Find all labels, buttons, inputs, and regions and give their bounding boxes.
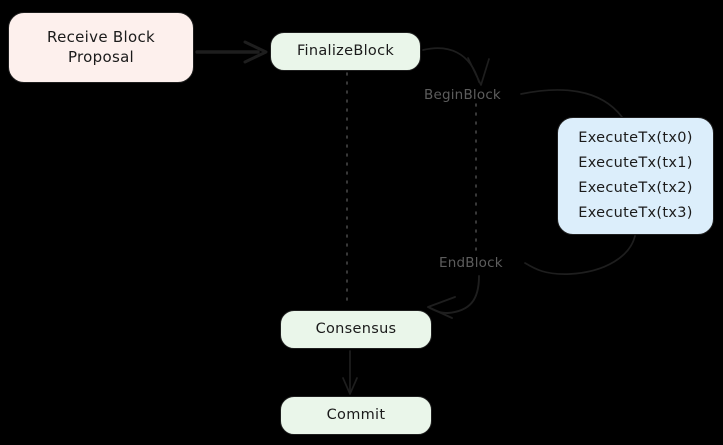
- execute-tx-item-0: ExecuteTx(tx0): [578, 130, 693, 147]
- edge-label-begin-block: BeginBlock: [424, 87, 501, 103]
- edge-execute-to-endblock: [524, 235, 636, 275]
- node-execute-tx-list[interactable]: ExecuteTx(tx0) ExecuteTx(tx1) ExecuteTx(…: [557, 117, 714, 235]
- node-consensus-label: Consensus: [315, 321, 397, 338]
- edge-label-end-block: EndBlock: [439, 255, 503, 271]
- edge-receive-to-finalize: [195, 40, 268, 64]
- node-finalize-block-label: FinalizeBlock: [296, 43, 395, 60]
- edge-consensus-to-commit: [342, 350, 358, 395]
- node-receive-block-proposal-line-1: Receive Block: [47, 28, 155, 47]
- execute-tx-item-1: ExecuteTx(tx1): [578, 155, 693, 172]
- node-finalize-block[interactable]: FinalizeBlock: [270, 32, 421, 71]
- node-consensus[interactable]: Consensus: [280, 310, 432, 349]
- node-receive-block-proposal[interactable]: Receive Block Proposal: [8, 12, 194, 83]
- edge-beginblock-to-execute: [520, 89, 623, 118]
- edge-endblock-to-consensus: [427, 275, 480, 319]
- node-commit[interactable]: Commit: [280, 396, 432, 435]
- node-receive-block-proposal-line-2: Proposal: [67, 47, 135, 66]
- node-commit-label: Commit: [326, 407, 386, 424]
- execute-tx-item-2: ExecuteTx(tx2): [578, 180, 693, 196]
- edge-finalize-to-beginblock: [422, 47, 490, 86]
- execute-tx-item-3: ExecuteTx(tx3): [578, 204, 693, 221]
